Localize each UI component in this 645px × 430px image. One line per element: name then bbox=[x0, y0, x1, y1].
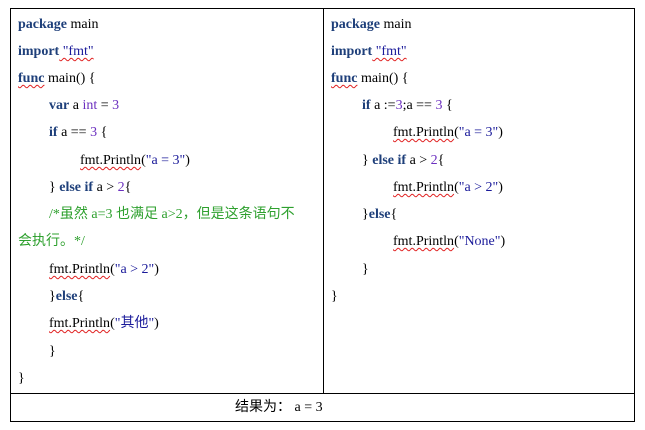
code-line: } bbox=[331, 289, 338, 304]
code-line: }else{ bbox=[362, 207, 398, 222]
result-label: 结果为： bbox=[235, 400, 291, 415]
code-line: if a :=3;a == 3 { bbox=[362, 98, 453, 113]
code-line: } else if a > 2{ bbox=[362, 153, 445, 168]
code-line: fmt.Println("其他") bbox=[49, 316, 159, 331]
code-line: fmt.Println("a = 3") bbox=[393, 125, 503, 140]
code-line: fmt.Println("a > 2") bbox=[49, 262, 159, 277]
code-line: func main() { bbox=[18, 71, 96, 86]
code-line: if a == 3 { bbox=[49, 125, 108, 140]
code-line: import "fmt" bbox=[331, 44, 407, 59]
right-code-cell: package main import "fmt" func main() { … bbox=[324, 9, 634, 393]
code-line: import "fmt" bbox=[18, 44, 94, 59]
left-code-cell: package main import "fmt" func main() { … bbox=[11, 9, 324, 393]
result-row: 结果为： a = 3 bbox=[11, 393, 634, 421]
code-line: package main bbox=[18, 17, 99, 32]
code-line: } else if a > 2{ bbox=[49, 180, 132, 195]
code-line: } bbox=[49, 344, 56, 359]
code-line: fmt.Println("None") bbox=[393, 234, 506, 249]
code-comment: /*虽然 a=3 也满足 a>2，但是这条语句不 bbox=[49, 207, 295, 222]
code-line: }else{ bbox=[49, 289, 85, 304]
code-line: fmt.Println("a = 3") bbox=[80, 153, 190, 168]
code-comment: 会执行。*/ bbox=[18, 234, 85, 249]
code-comparison-table: package main import "fmt" func main() { … bbox=[10, 8, 635, 422]
result-value: a = 3 bbox=[291, 400, 323, 415]
code-line: } bbox=[362, 262, 369, 277]
code-line: var a int = 3 bbox=[49, 98, 120, 113]
code-line: fmt.Println("a > 2") bbox=[393, 180, 503, 195]
code-line: } bbox=[18, 371, 25, 386]
code-line: package main bbox=[331, 17, 412, 32]
code-line: func main() { bbox=[331, 71, 409, 86]
